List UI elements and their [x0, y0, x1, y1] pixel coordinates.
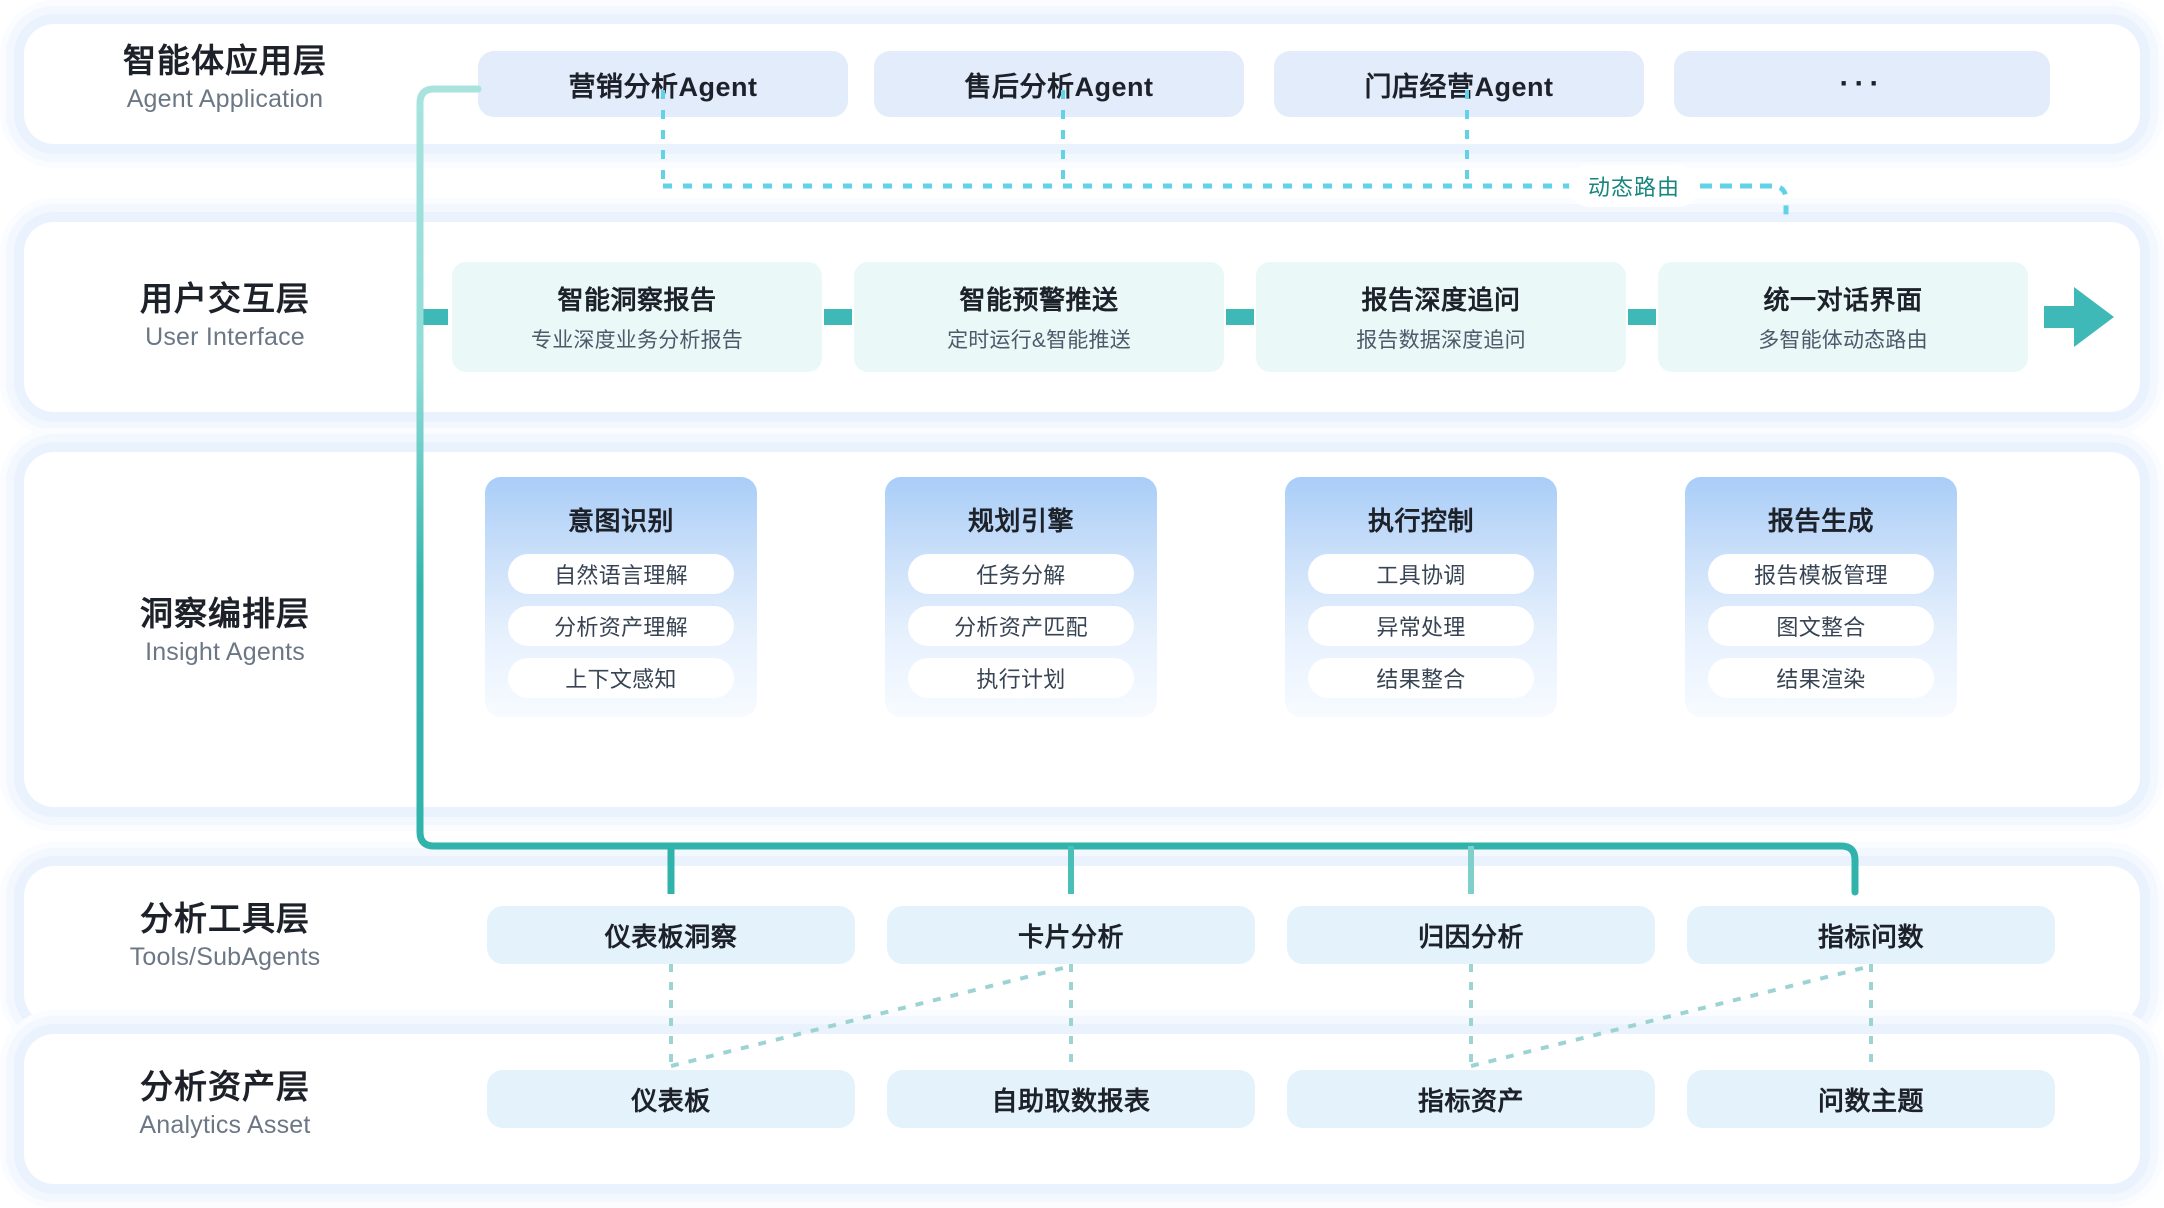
ui-card-subtitle: 报告数据深度追问 — [1356, 329, 1526, 352]
agent-pill-marketing[interactable]: 营销分析Agent — [478, 51, 848, 117]
ui-connector-2 — [1226, 309, 1254, 325]
layer-label-tools-subagents: 分析工具层 Tools/SubAgents — [60, 900, 390, 972]
orchestration-column-title: 报告生成 — [1767, 506, 1874, 536]
orchestration-item[interactable]: 自然语言理解 — [508, 554, 734, 594]
orchestration-column-title: 执行控制 — [1367, 506, 1474, 536]
layer-title-cn: 用户交互层 — [140, 280, 310, 317]
asset-pill-dashboard[interactable]: 仪表板 — [487, 1070, 855, 1128]
orchestration-item[interactable]: 分析资产理解 — [508, 606, 734, 646]
asset-pill-label: 指标资产 — [1417, 1085, 1524, 1116]
orchestration-item[interactable]: 上下文感知 — [508, 658, 734, 698]
ui-card-alert-push[interactable]: 智能预警推送 定时运行&智能推送 — [854, 262, 1224, 372]
layer-title-cn: 智能体应用层 — [123, 42, 327, 79]
ui-connector-3 — [1628, 309, 1656, 325]
ui-card-deep-followup[interactable]: 报告深度追问 报告数据深度追问 — [1256, 262, 1626, 372]
tool-pill-dashboard-insight[interactable]: 仪表板洞察 — [487, 906, 855, 964]
layer-title-cn: 分析工具层 — [140, 900, 310, 937]
ui-card-title: 统一对话界面 — [1763, 285, 1923, 315]
asset-pill-metric-asset[interactable]: 指标资产 — [1287, 1070, 1655, 1128]
agent-pill-label: 售后分析Agent — [964, 71, 1154, 102]
agent-pill-store[interactable]: 门店经营Agent — [1274, 51, 1644, 117]
tool-pill-label: 仪表板洞察 — [604, 921, 738, 952]
agent-pill-label: ··· — [1839, 67, 1885, 100]
orchestration-column-execution[interactable]: 执行控制 工具协调 异常处理 结果整合 — [1285, 477, 1557, 717]
agent-pill-label: 营销分析Agent — [568, 71, 758, 102]
orchestration-item[interactable]: 分析资产匹配 — [908, 606, 1134, 646]
agent-pill-label: 门店经营Agent — [1364, 71, 1554, 102]
tool-pill-card-analysis[interactable]: 卡片分析 — [887, 906, 1255, 964]
orchestration-column-planning[interactable]: 规划引擎 任务分解 分析资产匹配 执行计划 — [885, 477, 1157, 717]
ui-card-subtitle: 专业深度业务分析报告 — [531, 329, 743, 352]
tool-pill-attribution-analysis[interactable]: 归因分析 — [1287, 906, 1655, 964]
asset-pill-selfservice-report[interactable]: 自助取数报表 — [887, 1070, 1255, 1128]
orchestration-item[interactable]: 报告模板管理 — [1708, 554, 1934, 594]
orchestration-column-intent[interactable]: 意图识别 自然语言理解 分析资产理解 上下文感知 — [485, 477, 757, 717]
layer-label-insight-agents: 洞察编排层 Insight Agents — [60, 595, 390, 667]
ui-card-insight-report[interactable]: 智能洞察报告 专业深度业务分析报告 — [452, 262, 822, 372]
ui-card-subtitle: 多智能体动态路由 — [1758, 329, 1928, 352]
tool-pill-label: 卡片分析 — [1017, 921, 1124, 952]
agent-pill-aftersales[interactable]: 售后分析Agent — [874, 51, 1244, 117]
ui-connector-0 — [420, 309, 448, 325]
tool-pill-label: 归因分析 — [1417, 921, 1524, 952]
orchestration-item[interactable]: 执行计划 — [908, 658, 1134, 698]
layer-title-en: Analytics Asset — [139, 1110, 311, 1139]
ui-card-subtitle: 定时运行&智能推送 — [947, 329, 1131, 352]
ui-card-unified-chat[interactable]: 统一对话界面 多智能体动态路由 — [1658, 262, 2028, 372]
orchestration-item[interactable]: 工具协调 — [1308, 554, 1534, 594]
dynamic-routing-label: 动态路由 — [1588, 175, 1681, 200]
layer-title-en: Agent Application — [126, 84, 324, 113]
orchestration-item[interactable]: 结果整合 — [1308, 658, 1534, 698]
orchestration-column-title: 规划引擎 — [967, 506, 1074, 536]
layer-label-agent-application: 智能体应用层 Agent Application — [60, 42, 390, 114]
layer-label-analytics-asset: 分析资产层 Analytics Asset — [60, 1068, 390, 1140]
tool-pill-label: 指标问数 — [1817, 921, 1924, 952]
layer-title-cn: 分析资产层 — [140, 1068, 310, 1105]
ui-card-title: 智能预警推送 — [959, 285, 1119, 315]
ui-card-title: 智能洞察报告 — [557, 285, 717, 315]
agent-pill-more[interactable]: ··· — [1674, 51, 2050, 117]
orchestration-column-title: 意图识别 — [567, 506, 674, 536]
orchestration-item[interactable]: 异常处理 — [1308, 606, 1534, 646]
layer-title-cn: 洞察编排层 — [140, 595, 310, 632]
layer-title-en: Tools/SubAgents — [129, 942, 321, 971]
flow-arrow-tail — [2044, 306, 2078, 328]
orchestration-item[interactable]: 图文整合 — [1708, 606, 1934, 646]
layer-title-en: Insight Agents — [145, 637, 305, 666]
orchestration-item[interactable]: 任务分解 — [908, 554, 1134, 594]
orchestration-column-report[interactable]: 报告生成 报告模板管理 图文整合 结果渲染 — [1685, 477, 1957, 717]
layer-label-user-interface: 用户交互层 User Interface — [60, 280, 390, 352]
tool-pill-metric-qa[interactable]: 指标问数 — [1687, 906, 2055, 964]
dynamic-routing-badge: 动态路由 — [1570, 166, 1699, 206]
asset-pill-label: 问数主题 — [1817, 1085, 1924, 1116]
flow-arrow-icon — [2074, 287, 2114, 347]
ui-connector-1 — [824, 309, 852, 325]
asset-pill-label: 自助取数报表 — [991, 1085, 1151, 1116]
ui-card-title: 报告深度追问 — [1361, 285, 1521, 315]
asset-pill-label: 仪表板 — [631, 1085, 711, 1116]
asset-pill-qa-topic[interactable]: 问数主题 — [1687, 1070, 2055, 1128]
orchestration-item[interactable]: 结果渲染 — [1708, 658, 1934, 698]
layer-title-en: User Interface — [145, 322, 305, 351]
